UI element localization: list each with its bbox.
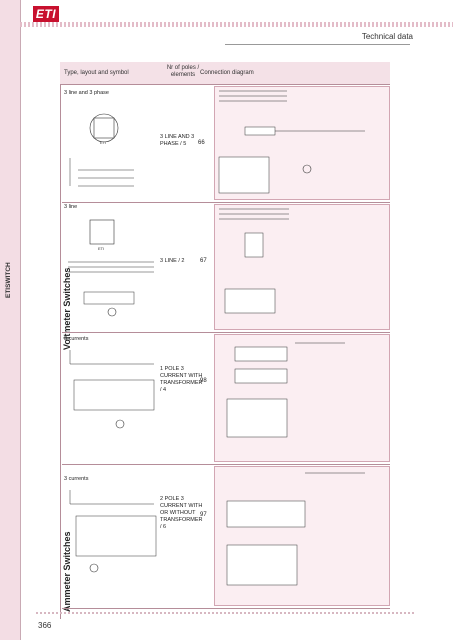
page-number: 366 bbox=[38, 621, 52, 630]
sidebar bbox=[0, 0, 20, 640]
sidebar-label: ETISWITCH bbox=[3, 240, 17, 300]
connection-diagram bbox=[214, 204, 390, 330]
col-poles-header: Nr of poles / elements bbox=[166, 65, 200, 78]
row-number: 97 bbox=[200, 512, 207, 518]
row-title: 3 currents bbox=[64, 476, 89, 482]
connection-diagram bbox=[214, 334, 390, 462]
row-number: 98 bbox=[200, 378, 207, 384]
row-desc: 1 POLE 3 CURRENT WITH TRANSFORMER / 4 bbox=[160, 366, 203, 393]
row-number: 67 bbox=[200, 258, 207, 264]
row-title: 3 line bbox=[64, 204, 78, 210]
sidebar-label-text: ETISWITCH bbox=[5, 262, 12, 298]
switch-symbol bbox=[69, 350, 155, 429]
switch-symbol bbox=[69, 490, 157, 573]
table-row: 3 currents 1 POLE 3 CURRENT WITH TRANSFO… bbox=[62, 332, 390, 465]
connection-diagram bbox=[214, 466, 390, 606]
connection-diagram bbox=[214, 86, 390, 200]
eti-logo: ETI bbox=[33, 6, 59, 22]
group-divider bbox=[60, 84, 61, 619]
col-diagram-header: Connection diagram bbox=[200, 70, 254, 76]
table-header: Type, layout and symbol Nr of poles / el… bbox=[60, 62, 390, 85]
svg-text:ETI: ETI bbox=[98, 246, 104, 251]
table-row: 3 line and 3 phase ETI 3 LINE AND 3 PHAS… bbox=[62, 84, 390, 203]
row-desc: 2 POLE 3 CURRENT WITH OR WITHOUT TRANSFO… bbox=[160, 496, 203, 530]
row-title: 3 currents bbox=[64, 336, 89, 342]
switch-symbol: ETI bbox=[69, 113, 134, 187]
table-row: 3 line ETI 3 LINE / 2 67 bbox=[62, 202, 390, 333]
header-ruler bbox=[20, 22, 453, 27]
title-rule bbox=[225, 44, 410, 45]
svg-text:ETI: ETI bbox=[100, 140, 106, 145]
row-desc: 3 LINE AND 3 PHASE / 5 bbox=[160, 134, 195, 147]
table-row: 3 currents 2 POLE 3 CURRENT WITH OR WITH… bbox=[62, 464, 390, 609]
row-number: 66 bbox=[198, 140, 205, 146]
switch-symbol: ETI bbox=[68, 219, 154, 317]
section-title: Technical data bbox=[361, 32, 413, 41]
footer-dots bbox=[36, 612, 416, 614]
row-title: 3 line and 3 phase bbox=[64, 90, 109, 96]
sidebar-divider bbox=[20, 0, 21, 640]
col-type-header: Type, layout and symbol bbox=[64, 70, 129, 76]
row-desc: 3 LINE / 2 bbox=[160, 258, 185, 264]
